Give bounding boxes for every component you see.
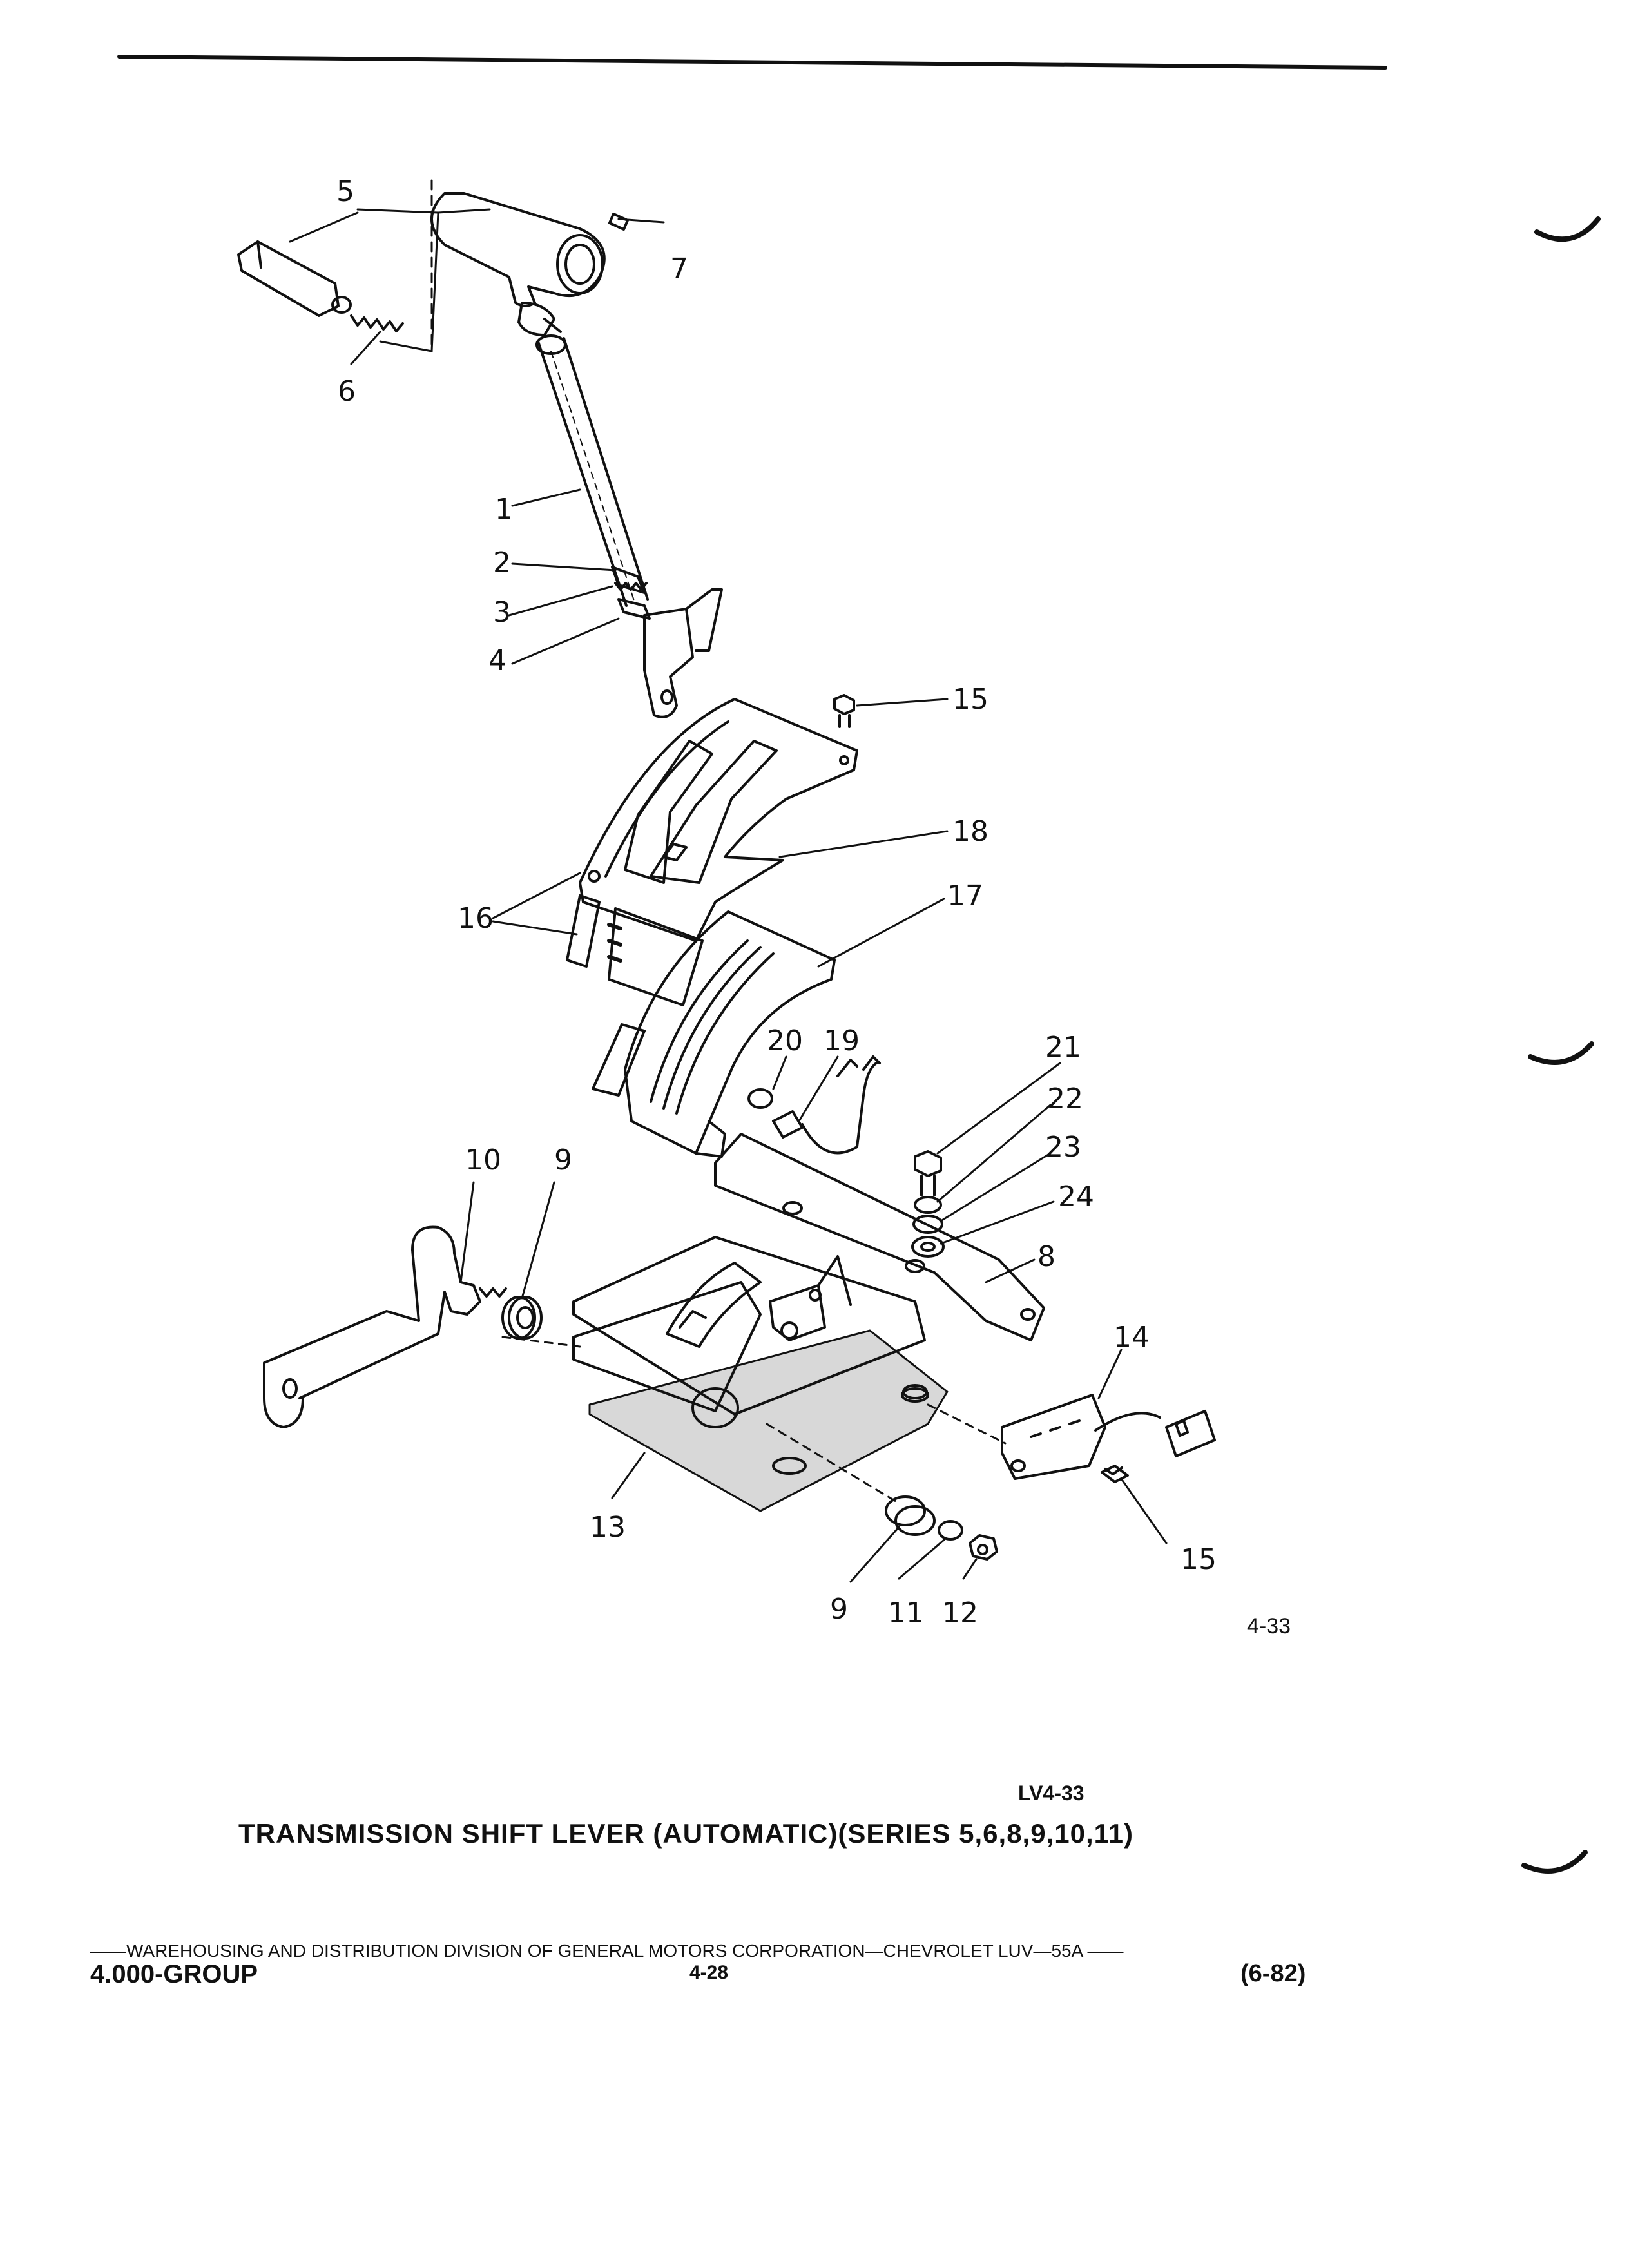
- knob-button: [237, 240, 352, 317]
- retaining-clip: [938, 1520, 963, 1541]
- set-screw: [608, 213, 629, 231]
- callout-6: 6: [338, 375, 356, 408]
- figure-reference: LV4-33: [1018, 1782, 1084, 1805]
- bushing: [501, 1296, 543, 1340]
- callout-15-bottom: 15: [1181, 1543, 1217, 1576]
- footer-page-number: 4-28: [689, 1962, 729, 1983]
- mounting-bracket: [714, 1133, 1045, 1341]
- callout-13: 13: [590, 1511, 626, 1544]
- callout-14: 14: [1113, 1321, 1150, 1354]
- neutral-switch: [1001, 1394, 1216, 1480]
- shift-lever-rod: [535, 318, 649, 607]
- callout-23: 23: [1045, 1131, 1081, 1164]
- callout-4: 4: [488, 644, 506, 677]
- callout-24: 24: [1058, 1180, 1094, 1213]
- cap-screw: [833, 694, 855, 728]
- page-edge-mark: [1521, 1850, 1588, 1874]
- indicator-plate: [579, 698, 858, 942]
- callout-10: 10: [465, 1144, 501, 1177]
- shift-guide: [592, 910, 836, 1158]
- footer-date: (6-82): [1240, 1960, 1306, 1987]
- page-edge-mark: [1528, 1041, 1594, 1065]
- selector-lever: [263, 1225, 507, 1428]
- top-rule: [117, 55, 1387, 70]
- switch-screw: [1101, 1465, 1129, 1483]
- callout-18: 18: [952, 815, 988, 848]
- callout-1: 1: [495, 493, 513, 526]
- callout-2: 2: [493, 546, 511, 579]
- lower-bushing: [885, 1495, 936, 1536]
- callout-17: 17: [947, 879, 983, 912]
- base-gasket: [588, 1329, 949, 1512]
- page-edge-mark: [1534, 216, 1601, 242]
- footer-group: 4.000-GROUP: [90, 1960, 258, 1988]
- leader-lines: [289, 208, 1168, 1583]
- footer-publisher-line: ——WAREHOUSING AND DISTRIBUTION DIVISION …: [90, 1941, 1124, 1961]
- nut: [969, 1534, 998, 1561]
- callout-20: 20: [767, 1024, 803, 1057]
- callout-11: 11: [888, 1597, 924, 1629]
- callout-8: 8: [1037, 1240, 1055, 1273]
- indicator-lens: [566, 894, 704, 1006]
- callout-7: 7: [670, 253, 688, 285]
- bulb-socket: [747, 1055, 881, 1155]
- callout-22: 22: [1047, 1082, 1083, 1115]
- callout-9-bottom: 9: [830, 1593, 848, 1626]
- callout-15-top: 15: [952, 683, 988, 716]
- figure-number: 4-33: [1247, 1614, 1291, 1639]
- callout-12: 12: [942, 1597, 978, 1629]
- callout-9-left: 9: [554, 1144, 572, 1177]
- callout-3: 3: [493, 596, 511, 629]
- shift-knob: [430, 192, 606, 336]
- figure-title: TRANSMISSION SHIFT LEVER (AUTOMATIC)(SER…: [238, 1818, 1134, 1849]
- shifter-base: [572, 1236, 928, 1428]
- callout-21: 21: [1045, 1031, 1081, 1064]
- callout-5: 5: [336, 175, 354, 208]
- callout-16: 16: [458, 902, 494, 935]
- bolt-washers: [911, 1150, 945, 1258]
- knob-spring: [350, 314, 404, 332]
- callout-19: 19: [824, 1024, 860, 1057]
- detent-components: [611, 566, 651, 620]
- lever-bracket: [643, 588, 723, 718]
- callouts: 5 6 7 1 2 3 4 15 18 17 16 20 19 21 22 23…: [336, 175, 1217, 1629]
